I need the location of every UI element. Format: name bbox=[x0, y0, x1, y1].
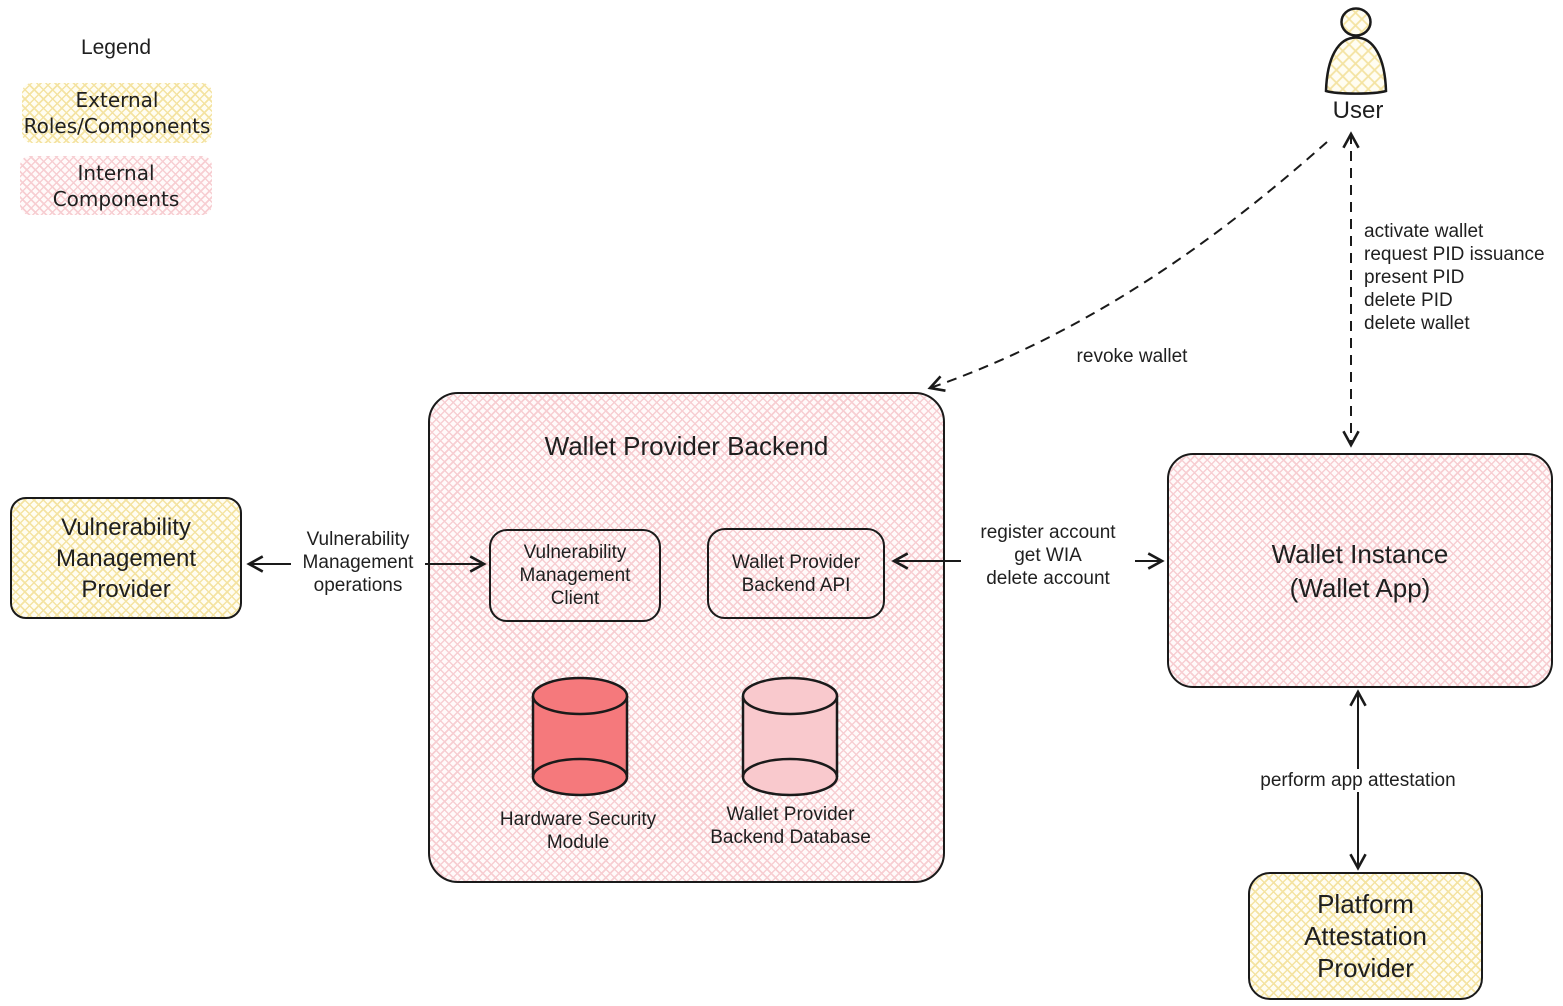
node-vulnerability-management-provider: Vulnerability Management Provider bbox=[10, 497, 242, 619]
user-head bbox=[1340, 7, 1372, 37]
hardware-security-module-cylinder bbox=[531, 676, 629, 797]
wallet-provider-backend-database-label: Wallet Provider Backend Database bbox=[710, 804, 871, 848]
user-icon bbox=[1324, 7, 1388, 95]
legend-item-internal-label: Internal Components bbox=[52, 160, 180, 211]
edge-label-user-wallet-actions: activate wallet request PID issuance pre… bbox=[1364, 221, 1545, 334]
legend-title: Legend bbox=[80, 36, 152, 59]
edge-label-perform-app-attestation: perform app attestation bbox=[1250, 769, 1466, 792]
legend-item-external-label: External Roles/Components bbox=[23, 88, 211, 138]
wallet-provider-backend-api-label: Wallet Provider Backend API bbox=[731, 551, 861, 596]
node-wallet-provider-backend bbox=[428, 392, 945, 883]
hardware-security-module-label: Hardware Security Module bbox=[499, 809, 657, 853]
backend-database-cylinder bbox=[741, 676, 839, 797]
edge-label-revoke-wallet: revoke wallet bbox=[1068, 345, 1196, 368]
node-vulnerability-management-client: Vulnerability Management Client bbox=[489, 529, 661, 622]
edge-revoke-wallet bbox=[927, 141, 1328, 392]
wallet-provider-backend-title: Wallet Provider Backend bbox=[544, 431, 829, 461]
edge-label-register-account: register account get WIA delete account bbox=[961, 521, 1135, 590]
node-wallet-provider-backend-api: Wallet Provider Backend API bbox=[707, 528, 885, 619]
user-actor-label: User bbox=[1332, 97, 1384, 124]
node-platform-attestation-provider: Platform Attestation Provider bbox=[1248, 872, 1483, 1000]
node-wallet-instance: Wallet Instance (Wallet App) bbox=[1167, 453, 1553, 688]
vulnerability-management-provider-label: Vulnerability Management Provider bbox=[55, 513, 197, 603]
vulnerability-management-client-label: Vulnerability Management Client bbox=[519, 542, 631, 609]
legend-item-internal: Internal Components bbox=[20, 156, 212, 215]
wallet-instance-label: Wallet Instance (Wallet App) bbox=[1271, 538, 1449, 603]
user-body bbox=[1324, 36, 1388, 95]
edge-label-vulnerability-management-operations: Vulnerability Management operations bbox=[291, 528, 425, 597]
platform-attestation-provider-label: Platform Attestation Provider bbox=[1304, 889, 1427, 983]
legend-item-external: External Roles/Components bbox=[22, 83, 212, 143]
